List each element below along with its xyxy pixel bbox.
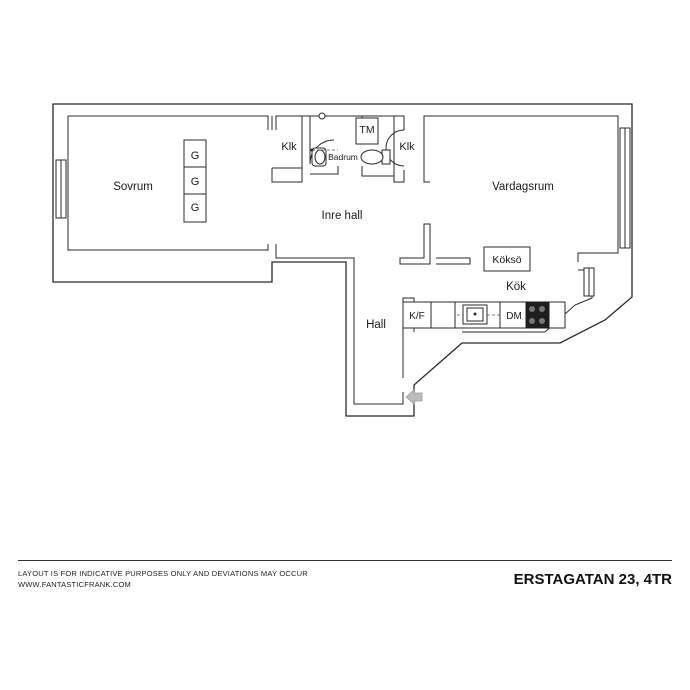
room-label-sovrum: Sovrum [113,181,153,193]
sink-badrum [311,147,327,167]
floor-plan: G G G Köksö K/F DM [52,103,633,417]
kokso-label: Köksö [492,254,521,266]
wardrobe-label-3: G [191,202,200,214]
wardrobe-label-1: G [191,150,200,162]
dishwasher-label: DM [506,311,522,322]
door-swing-klk [385,129,405,167]
wall-kitchen-partition [399,223,471,265]
room-label-inre-hall: Inre hall [322,210,363,222]
fridge-freezer-label: K/F [409,311,425,322]
inner-wall-outline [67,115,619,405]
room-label-klk-right: Klk [399,141,415,153]
entrance-arrow-icon [405,389,423,405]
property-address: ERSTAGATAN 23, 4TR [513,571,672,588]
room-label-vardagsrum: Vardagsrum [492,181,554,193]
room-label-klk-left: Klk [281,141,297,153]
kitchen-island: Köksö [483,246,531,272]
room-label-tm: TM [359,124,374,136]
wall-klk-right [393,116,430,183]
window-right [619,127,631,249]
wardrobe: G G G [183,139,207,223]
window-kitchen [583,267,595,297]
door-swing-badrum [309,139,335,165]
footer: LAYOUT IS FOR INDICATIVE PURPOSES ONLY A… [18,560,672,589]
outer-wall [52,103,633,417]
wardrobe-label-2: G [191,176,200,188]
kitchen-counter: K/F DM [402,301,566,329]
wall-klk-left [271,116,311,183]
toilet-badrum [360,149,391,165]
washing-machine-box [355,117,379,145]
room-label-kok: Kök [506,281,526,293]
disclaimer-text: LAYOUT IS FOR INDICATIVE PURPOSES ONLY A… [18,569,308,578]
website-link[interactable]: WWW.FANTASTICFRANK.COM [18,580,132,589]
room-label-badrum: Badrum [328,152,358,162]
window-left [55,159,67,219]
shower-badrum [310,112,338,152]
kitchen-sink [457,304,500,325]
room-label-hall: Hall [366,319,386,331]
stove [525,301,550,329]
